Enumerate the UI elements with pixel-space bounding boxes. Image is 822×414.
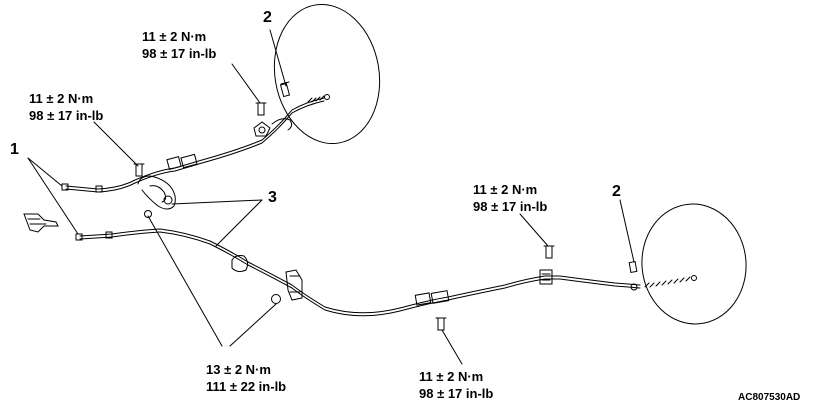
torque-label-left: 11 ± 2 N·m 98 ± 17 in-lb [29,90,103,124]
front-adjuster-piece [23,213,59,233]
torque-metric: 11 ± 2 N·m [419,369,484,384]
callout-2-top: 2 [263,9,272,26]
torque-metric: 11 ± 2 N·m [29,91,94,106]
leader-lines [27,29,635,365]
torque-imperial: 98 ± 17 in-lb [29,108,104,123]
upper-cable-clamp [253,121,271,137]
lower-rear-cable [79,228,641,314]
torque-metric: 13 ± 2 N·m [206,362,271,377]
torque-label-bottom-left: 13 ± 2 N·m 111 ± 22 in-lb [206,361,286,395]
lower-cable-clamp-a [231,255,249,273]
right-brake-drum-outline [641,203,747,325]
bolt-right-mid [543,245,555,259]
torque-metric: 11 ± 2 N·m [473,182,538,197]
torque-label-right-mid: 11 ± 2 N·m 98 ± 17 in-lb [473,181,547,215]
lower-cable-clamp-b [285,269,303,301]
torque-imperial: 98 ± 17 in-lb [473,199,548,214]
cable-crossover-bracket [137,175,176,210]
torque-label-bottom-mid: 11 ± 2 N·m 98 ± 17 in-lb [419,368,493,402]
bolt-right-drum [628,260,638,274]
torque-label-top-center: 11 ± 2 N·m 98 ± 17 in-lb [142,28,216,62]
callout-1: 1 [10,141,19,158]
bolt-upper-center [255,102,267,116]
torque-imperial: 98 ± 17 in-lb [419,386,494,401]
upper-brake-drum-outline [273,3,381,145]
torque-imperial: 98 ± 17 in-lb [142,46,217,61]
bolt-left [133,163,145,177]
upper-rear-cable [65,97,325,190]
bolt-bottom-mid [435,317,447,331]
callout-2-right: 2 [612,183,621,200]
figure-code: AC807530AD [738,392,801,403]
torque-imperial: 111 ± 22 in-lb [206,379,287,394]
torque-metric: 11 ± 2 N·m [142,29,207,44]
callout-3: 3 [268,189,277,206]
